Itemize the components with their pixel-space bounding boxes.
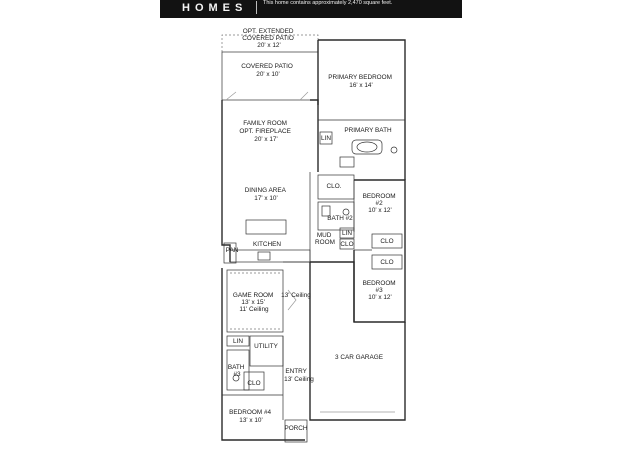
entry-label: ENTRY 13' Ceiling (284, 368, 314, 383)
hall-ceiling-label: 13' Ceiling (281, 292, 311, 299)
porch-label: PORCH (284, 425, 307, 432)
bedroom-4-label: BEDROOM #4 13' x 10' (229, 409, 273, 424)
garage-label: 3 CAR GARAGE (335, 354, 383, 361)
primary-bath-label: PRIMARY BATH (344, 127, 392, 134)
pantry-label: PAN (226, 247, 239, 254)
covered-patio-label: COVERED PATIO 20' x 10' (241, 63, 294, 78)
kitchen-label: KITCHEN (253, 241, 281, 248)
lin-2-label: LIN (342, 230, 352, 237)
bedroom-3-label: BEDROOM #3 10' x 12' (363, 280, 398, 301)
primary-bedroom-label: PRIMARY BEDROOM 16' x 14' (328, 74, 393, 89)
bedroom-4-closet-label: CLO (247, 380, 260, 387)
brand-header: HOMES This home contains approximately 2… (160, 0, 462, 18)
opt-patio-label: OPT. EXTENDED COVERED PATIO 20' x 12' (242, 28, 295, 49)
game-room-label: GAME ROOM 13' x 15' 11' Ceiling (233, 292, 275, 313)
primary-closet-label: CLO. (327, 183, 342, 190)
dining-area-label: DINING AREA 17' x 10' (245, 187, 288, 202)
brand-logo-text: HOMES (182, 2, 248, 14)
bedroom-2-closet-label: CLO (380, 238, 393, 245)
linen-label: LIN (233, 338, 243, 345)
bath-2-label: BATH #2 (327, 215, 353, 222)
bath-2-closet-label: CLO (340, 241, 353, 248)
bedroom-3-closet-label: CLO (380, 259, 393, 266)
square-footage-note: This home contains approximately 2,470 s… (263, 0, 393, 6)
utility-label: UTILITY (254, 343, 279, 350)
header-divider (256, 1, 257, 14)
mud-room-label: MUD ROOM (315, 232, 335, 246)
lin-label: LIN (321, 135, 331, 142)
bedroom-2-label: BEDROOM #2 10' x 12' (363, 193, 398, 214)
family-room-label: FAMILY ROOM OPT. FIREPLACE 20' x 17' (239, 120, 292, 143)
bath-3-label: BATH #3 (228, 364, 246, 378)
plan-linework (221, 34, 406, 443)
